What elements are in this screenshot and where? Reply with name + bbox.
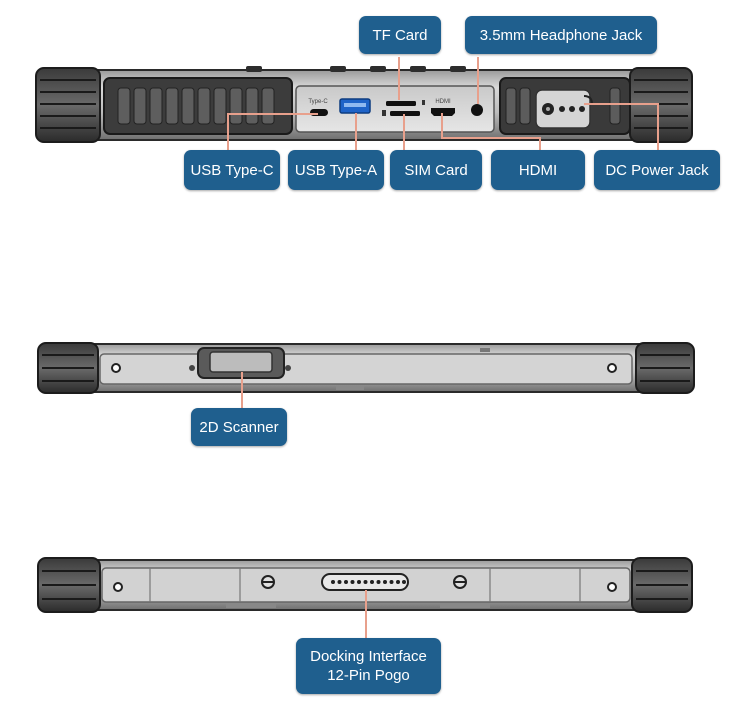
dc-power-jack-label: DC Power Jack <box>605 161 709 179</box>
dc-power-jack-callout: DC Power Jack <box>594 150 720 190</box>
port-label-hdmi: HDMI <box>435 99 451 105</box>
headphone-jack-label: 3.5mm Headphone Jack <box>479 26 643 44</box>
scanner-label: 2D Scanner <box>199 418 279 436</box>
usb-type-a-label: USB Type-A <box>294 161 378 179</box>
docking-interface-label: Docking Interface <box>310 648 427 665</box>
hdmi-callout: HDMI <box>491 150 585 190</box>
headphone-jack-callout: 3.5mm Headphone Jack <box>465 16 657 54</box>
docking-interface-callout: Docking Interface 12-Pin Pogo <box>296 638 441 694</box>
usb-type-c-callout: USB Type-C <box>184 150 280 190</box>
port-label-typec: Type-C <box>308 99 328 105</box>
sim-card-callout: SIM Card <box>390 150 482 190</box>
usb-type-c-label: USB Type-C <box>190 161 274 179</box>
side-ports-view: Type-C HDMI <box>35 66 693 143</box>
scanner-callout: 2D Scanner <box>191 408 287 446</box>
pogo-pin-label: 12-Pin Pogo <box>327 667 410 684</box>
sim-card-label: SIM Card <box>404 161 468 179</box>
usb-type-a-callout: USB Type-A <box>288 150 384 190</box>
leader-lines-top <box>227 57 659 152</box>
top-edge-view <box>37 342 695 394</box>
hdmi-label: HDMI <box>518 161 558 179</box>
tf-card-callout: TF Card <box>359 16 441 54</box>
bottom-edge-view <box>37 557 693 613</box>
tf-card-label: TF Card <box>372 26 428 44</box>
